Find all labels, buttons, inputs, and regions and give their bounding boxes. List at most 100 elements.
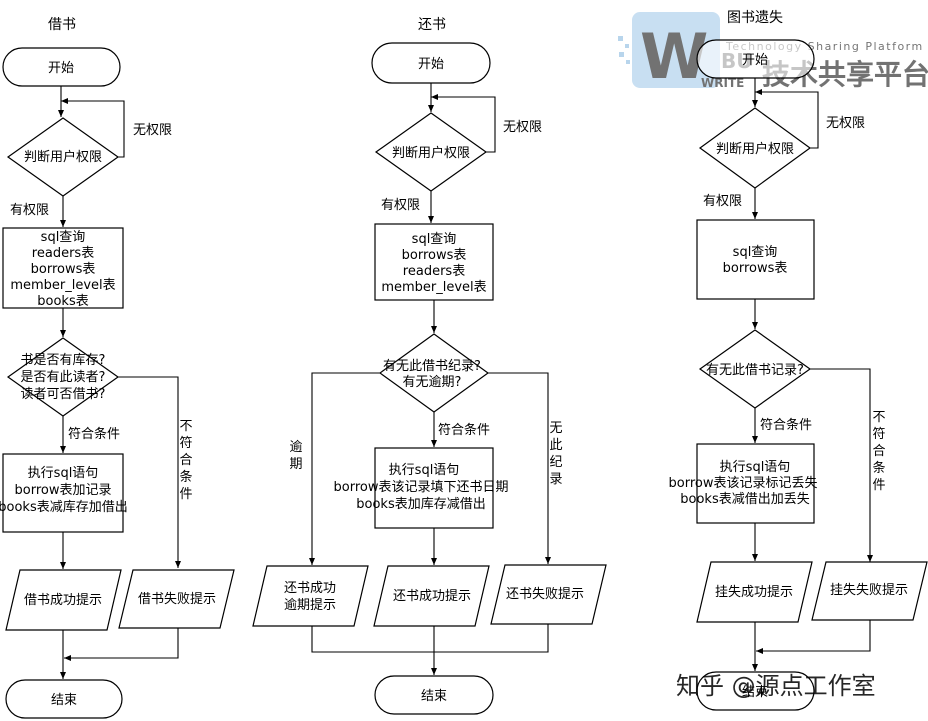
borrow-exec-line: 执行sql语句 xyxy=(28,466,99,481)
lost-fail-char: 条 xyxy=(872,460,885,476)
return-exec-box xyxy=(374,447,494,529)
return-query-line: member_level表 xyxy=(381,280,486,295)
return-condition-line: 有无逾期? xyxy=(403,375,462,390)
lost-no-permission-label: 无权限 xyxy=(826,115,865,131)
return-overdue-box-line: 逾期提示 xyxy=(284,597,336,613)
borrow-merge-edge xyxy=(64,628,179,661)
logo-pixel xyxy=(625,44,629,48)
borrow-query-line: books表 xyxy=(37,294,88,309)
return-overdue-box xyxy=(252,565,369,627)
borrow-no-permission-label: 无权限 xyxy=(133,122,172,138)
lost-end-node xyxy=(696,671,815,711)
borrow-failure-label: 借书失败提示 xyxy=(138,591,216,607)
return-failure-label: 还书失败提示 xyxy=(506,586,584,602)
lost-has-permission-label: 有权限 xyxy=(703,193,742,209)
borrow-flow: 借书 开始 判断用户权限 无权限 有权限 sql查询 readers表 borr… xyxy=(0,17,235,719)
return-failure-box xyxy=(490,564,607,625)
logo-block xyxy=(632,12,720,88)
lost-fail-char: 符 xyxy=(872,426,885,442)
logo-pixel xyxy=(619,52,624,57)
lost-exec-line: borrow表该记录标记丢失 xyxy=(669,476,818,491)
return-title: 还书 xyxy=(418,17,446,33)
lost-exec-box xyxy=(696,443,815,524)
return-exec-line: books表加库存减借出 xyxy=(356,496,485,512)
return-end-node xyxy=(374,675,494,715)
lost-failure-box xyxy=(811,561,928,621)
lost-fail-label: 不 符 合 条 件 xyxy=(872,410,885,493)
borrow-condition-line: 是否有此读者? xyxy=(21,370,106,385)
borrow-end-label: 结束 xyxy=(51,693,77,708)
logo-pixel xyxy=(618,36,623,41)
return-overdue-label: 逾 期 xyxy=(289,440,302,472)
borrow-exec-line: borrow表加记录 xyxy=(15,483,112,498)
borrow-end-node xyxy=(5,679,123,719)
borrow-fail-char: 符 xyxy=(179,435,192,451)
lost-merge-edge xyxy=(756,620,871,654)
borrow-fail-char: 条 xyxy=(179,469,192,485)
return-overdue-char: 期 xyxy=(289,457,302,472)
lost-no-permission-loop xyxy=(755,89,819,149)
borrow-condition-line: 读者可否借书? xyxy=(21,387,106,402)
return-none-char: 录 xyxy=(549,472,562,487)
return-overdue-edge xyxy=(309,372,380,565)
watermark-footer: 知乎 @源点工作室 xyxy=(676,672,876,700)
lost-start-label: 开始 xyxy=(742,53,768,68)
return-merge-line xyxy=(311,624,549,653)
borrow-ok-label: 符合条件 xyxy=(68,426,120,442)
lost-ok-label: 符合条件 xyxy=(760,417,812,433)
borrow-query-line: member_level表 xyxy=(10,278,115,293)
return-no-permission-label: 无权限 xyxy=(503,119,542,135)
lost-fail-edge xyxy=(810,368,873,562)
borrow-condition-line: 书是否有库存? xyxy=(21,352,106,368)
return-start-label: 开始 xyxy=(418,57,444,72)
borrow-has-permission-label: 有权限 xyxy=(10,202,49,218)
return-query-line: borrows表 xyxy=(402,248,467,263)
return-overdue-char: 逾 xyxy=(289,440,302,455)
return-none-edge xyxy=(488,372,551,564)
return-has-permission-label: 有权限 xyxy=(381,197,420,213)
return-success-label: 还书成功提示 xyxy=(393,588,471,604)
lost-exec-line: books表减借出加丢失 xyxy=(680,492,809,507)
lost-fail-char: 不 xyxy=(872,410,885,425)
lost-fail-char: 件 xyxy=(872,478,885,493)
return-query-box xyxy=(374,223,494,301)
lost-query-line: sql查询 xyxy=(733,245,778,260)
lost-fail-char: 合 xyxy=(872,444,885,459)
return-query-line: sql查询 xyxy=(412,232,457,247)
lost-end-label: 结束 xyxy=(742,685,768,700)
return-flow: 还书 开始 判断用户权限 无权限 有权限 sql查询 borrows表 read… xyxy=(252,17,607,715)
lost-title: 图书遗失 xyxy=(727,10,783,26)
borrow-fail-char: 合 xyxy=(179,453,192,468)
borrow-fail-char: 不 xyxy=(179,419,192,434)
borrow-exec-box xyxy=(2,453,124,533)
lost-query-line: borrows表 xyxy=(723,261,788,276)
borrow-fail-char: 件 xyxy=(179,487,192,502)
borrow-fail-label: 不 符 合 条 件 xyxy=(179,419,192,502)
return-exec-line: borrow表该记录填下还书日期 xyxy=(334,480,509,495)
borrow-success-label: 借书成功提示 xyxy=(24,592,102,608)
logo-write-text: WRITE xyxy=(701,76,744,90)
borrow-start-label: 开始 xyxy=(48,61,74,76)
return-none-char: 无 xyxy=(549,421,562,436)
return-none-char: 纪 xyxy=(549,455,562,470)
lost-flow: 图书遗失 开始 判断用户权限 无权限 有权限 sql查询 borrows表 有无… xyxy=(669,10,928,711)
borrow-query-line: borrows表 xyxy=(31,262,96,277)
return-ok-label: 符合条件 xyxy=(438,422,490,438)
borrow-failure-box xyxy=(118,569,235,629)
lost-exec-line: 执行sql语句 xyxy=(720,460,791,475)
return-none-label: 无 此 纪 录 xyxy=(549,421,562,487)
return-overdue-box-line: 还书成功 xyxy=(284,581,336,596)
lost-success-box xyxy=(696,561,813,623)
lost-permission-label: 判断用户权限 xyxy=(716,141,794,157)
lost-success-label: 挂失成功提示 xyxy=(715,584,793,600)
return-end-label: 结束 xyxy=(421,689,447,704)
borrow-exec-line: books表减库存加借出 xyxy=(0,499,128,515)
return-permission-label: 判断用户权限 xyxy=(392,145,470,161)
borrow-no-permission-loop xyxy=(61,98,125,158)
lost-condition-label: 有无此借书记录? xyxy=(706,363,804,378)
borrow-query-line: sql查询 xyxy=(41,230,86,245)
logo-pixel xyxy=(626,60,630,64)
borrow-success-box xyxy=(5,569,122,631)
borrow-title: 借书 xyxy=(48,17,76,33)
